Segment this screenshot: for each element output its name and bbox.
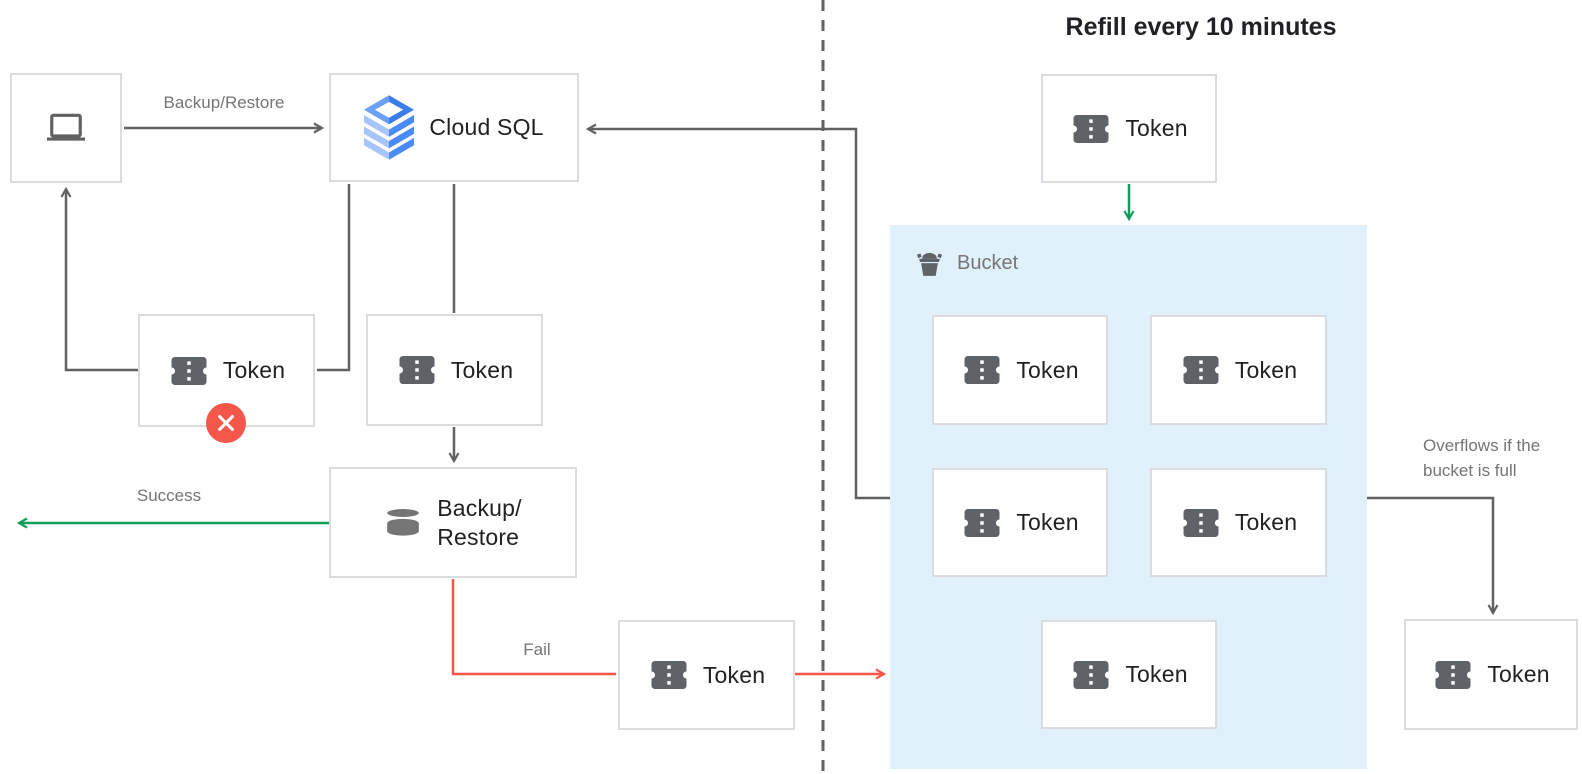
bucket-label: Bucket (957, 252, 1019, 274)
overflow-label-line1: Overflows if the (1423, 436, 1541, 455)
token-node-bucket-1: Token (932, 315, 1108, 425)
token-node-bucket-5: Token (1041, 620, 1217, 729)
token-label: Token (222, 357, 286, 383)
overflow-label-line2: bucket is full (1423, 461, 1517, 480)
token-label: Token (1125, 115, 1188, 141)
ticket-icon (399, 356, 435, 384)
token-node-bucket-4: Token (1150, 468, 1327, 577)
edge-label-success: Success (136, 486, 202, 505)
ticket-icon (964, 508, 1000, 537)
ticket-icon (1183, 508, 1219, 537)
client-node (10, 73, 122, 183)
edge-label-fail: Fail (523, 640, 551, 659)
edge-rejected-token-to-client (66, 189, 138, 372)
ticket-icon (1183, 356, 1219, 384)
token-label: Token (1016, 356, 1079, 383)
backup-restore-line1: Backup/ (437, 494, 522, 521)
backup-restore-label: Backup/ Restore (437, 494, 522, 552)
cloud-sql-icon (364, 95, 415, 160)
edge-backup-fail-to-token (451, 579, 616, 676)
ticket-icon (171, 356, 207, 385)
backup-restore-node: Backup/ Restore (329, 467, 577, 578)
token-label: Token (1487, 661, 1550, 687)
ticket-icon (651, 661, 687, 689)
bucket-icon (916, 252, 943, 276)
database-icon (387, 509, 420, 536)
edge-label-overflow: Overflows if the bucket is full (1423, 433, 1578, 483)
bucket-header: Bucket (913, 247, 1018, 280)
backup-restore-content: Backup/ Restore (384, 494, 522, 552)
refill-title: Refill every 10 minutes (1065, 13, 1337, 41)
edge-bucket-overflow (1367, 496, 1493, 613)
token-label: Token (450, 356, 514, 383)
x-circle-icon (218, 415, 234, 431)
ticket-icon (964, 356, 1000, 384)
ticket-icon (1073, 114, 1109, 143)
token-label: Token (1234, 509, 1298, 535)
edge-bucket-to-cloudsql (588, 129, 890, 500)
token-node-fail: Token (618, 620, 795, 730)
edge-label-backup-restore: Backup/Restore (163, 93, 285, 112)
token-node-refill: Token (1041, 74, 1217, 183)
token-node-bucket-2: Token (1150, 315, 1327, 425)
rejected-badge (206, 403, 246, 443)
cloud-sql-label: Cloud SQL (429, 114, 544, 140)
cloud-sql-node: Cloud SQL (329, 73, 579, 182)
token-label: Token (1125, 661, 1188, 687)
token-node-overflow: Token (1404, 619, 1578, 730)
ticket-icon (1435, 660, 1471, 689)
backup-restore-line2: Restore (437, 523, 520, 550)
token-label: Token (1016, 509, 1079, 535)
edge-cloudsql-to-rejected-token (317, 184, 351, 372)
token-label: Token (1234, 356, 1298, 383)
token-label: Token (702, 661, 766, 688)
token-node-bucket-3: Token (932, 468, 1108, 577)
ticket-icon (1073, 660, 1109, 689)
token-node-consume: Token (366, 314, 543, 426)
laptop-icon (47, 113, 85, 141)
